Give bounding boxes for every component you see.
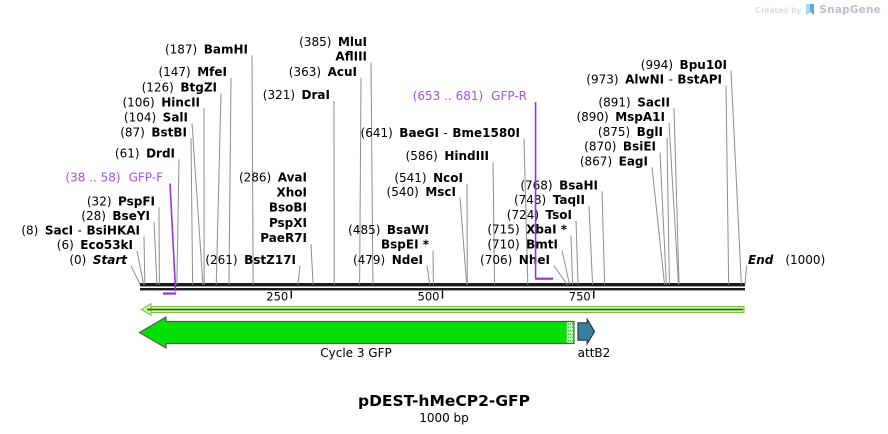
site-label-MfeI: (147)MfeI — [158, 65, 227, 79]
site-label-TaqII: (748)TaqII — [514, 193, 585, 207]
feature-attb2-arrow — [577, 317, 596, 346]
sequence-bar-top — [140, 283, 745, 287]
site-label-BspEI: BspEI * — [381, 238, 430, 252]
site-label-NcoI: (541)NcoI — [394, 171, 463, 185]
axis-tick-label-250: 250 — [266, 290, 288, 304]
site-label-HindIII: (586)HindIII — [406, 149, 489, 163]
site-label-EagI: (867)EagI — [580, 154, 648, 168]
site-pointer-BaeGI — [523, 138, 529, 285]
axis-tick-label-750: 750 — [569, 290, 591, 304]
site-label-HincII: (106)HincII — [122, 95, 200, 109]
site-pointer-TaqII — [588, 205, 594, 285]
site-label-XhoI: XhoI — [276, 186, 307, 200]
watermark: Created by SnapGene — [755, 4, 881, 16]
site-label-End: End(1000) — [748, 253, 825, 267]
site-pointer-MluI — [370, 62, 374, 285]
site-label-BamHI: (187)BamHI — [165, 42, 248, 56]
site-label-PspFI: (32)PspFI — [87, 194, 155, 208]
site-label-MluI: (385)MluI — [299, 35, 367, 49]
site-pointer-AvaI — [310, 243, 314, 285]
site-label-NdeI: (479)NdeI — [353, 253, 423, 267]
title-block: pDEST-hMeCP2-GFP 1000 bp — [0, 392, 888, 425]
site-pointer-MfeI — [228, 77, 232, 285]
site-pointer-Start — [130, 265, 141, 285]
site-pointer-BseYI — [153, 221, 158, 285]
site-pointer-BsaHI — [601, 191, 606, 285]
site-label-AflIII: AflIII — [335, 50, 367, 64]
feature-label-attb2: attB2 — [578, 346, 611, 360]
site-label-PspXI: PspXI — [269, 216, 307, 230]
site-pointer-NdeI — [426, 265, 431, 285]
site-label-BstBI: (87)BstBI — [120, 125, 187, 139]
site-pointer-BtgZI — [215, 93, 222, 285]
site-label-Start: (0)Start — [69, 253, 128, 267]
site-pointer-HindIII — [492, 161, 496, 285]
site-pointer-NheI — [553, 265, 568, 285]
primer-pointer-GFP-F — [169, 183, 177, 292]
primer-label-GFP-R: (653 .. 681)GFP-R — [413, 89, 527, 103]
site-label-DraI: (321)DraI — [263, 88, 330, 102]
site-pointer-BstBI — [190, 138, 194, 285]
site-label-BsaHI: (768)BsaHI — [520, 178, 598, 192]
plasmid-length: 1000 bp — [419, 411, 469, 425]
site-label-BmtI: (710)BmtI — [487, 238, 558, 252]
feature-orf-core-line — [147, 308, 743, 311]
site-pointer-Bpu10I — [730, 70, 742, 285]
plasmid-title: pDEST-hMeCP2-GFP — [357, 392, 531, 410]
site-pointer-MspA1I — [668, 122, 679, 285]
site-label-TsoI: (724)TsoI — [507, 208, 572, 222]
site-label-DrdI: (61)DrdI — [115, 146, 175, 160]
site-pointer-DrdI — [176, 159, 180, 285]
site-pointer-EagI — [651, 167, 666, 285]
site-pointer-BsiEI — [659, 152, 667, 285]
primer-span-GFP-R — [535, 277, 554, 280]
primer-label-GFP-F: (38 .. 58)GFP-F — [65, 170, 163, 184]
site-label-AcuI: (363)AcuI — [289, 65, 357, 79]
site-pointer-XbaI — [570, 235, 574, 285]
site-label-MscI: (540)MscI — [387, 185, 456, 199]
site-label-AlwNI: (973)AlwNI-BstAPI — [586, 73, 722, 87]
site-label-SalI: (104)SalI — [124, 110, 188, 124]
sequence-bar-bottom — [140, 288, 745, 291]
axis-tick-label-500: 500 — [418, 290, 440, 304]
site-label-BsiEI: (870)BsiEI — [584, 140, 656, 154]
site-label-XbaI: (715)XbaI * — [487, 223, 567, 237]
site-label-BglI: (875)BglI — [598, 125, 663, 139]
site-pointer-MscI — [459, 197, 468, 285]
site-label-MspA1I: (890)MspA1I — [576, 110, 665, 124]
primer-span-GFP-F — [162, 292, 177, 295]
site-label-AvaI: (286)AvaI — [239, 170, 307, 184]
site-label-PaeR7I: PaeR7I — [260, 231, 307, 245]
site-pointer-SacII — [673, 108, 680, 285]
feature-label-cycle3-gfp: Cycle 3 GFP — [320, 346, 392, 360]
site-label-BseYI: (28)BseYI — [81, 209, 150, 223]
site-label-Eco53kI: (6)Eco53kI — [57, 238, 133, 252]
site-label-BsoBI: BsoBI — [269, 201, 307, 215]
site-pointer-TsoI — [575, 220, 579, 285]
site-pointer-SalI — [191, 123, 204, 285]
site-pointer-Eco53kI — [136, 250, 145, 285]
site-pointer-BglI — [666, 137, 670, 285]
site-pointer-BmtI — [561, 250, 571, 285]
site-label-BtgZI: (126)BtgZI — [142, 80, 217, 94]
site-label-SacI: (8)SacI-BsiHKAI — [21, 224, 140, 238]
site-pointer-BamHI — [251, 55, 254, 285]
watermark-brand: SnapGene — [819, 4, 881, 16]
site-pointer-End — [744, 265, 747, 285]
site-label-NheI: (706)NheI — [480, 253, 550, 267]
site-label-BaeGI: (641)BaeGI-Bme1580I — [361, 126, 520, 140]
feature-cycle3-gfp-arrow — [138, 315, 575, 350]
site-pointer-AcuI — [359, 77, 362, 285]
site-label-Bpu10I: (994)Bpu10I — [641, 58, 727, 72]
watermark-created-by: Created by — [755, 5, 802, 15]
site-label-BsaWI: (485)BsaWI — [348, 223, 429, 237]
site-label-BstZ17I: (261)BstZ17I — [205, 253, 296, 267]
feature-cycle3-gfp-truncation — [566, 322, 574, 343]
site-label-SacII: (891)SacII — [598, 95, 670, 109]
site-pointer-AlwNI — [725, 85, 730, 285]
snapgene-logo-icon — [806, 4, 815, 15]
site-pointer-BstZ17I — [297, 265, 301, 285]
site-pointer-SacI — [143, 236, 146, 285]
